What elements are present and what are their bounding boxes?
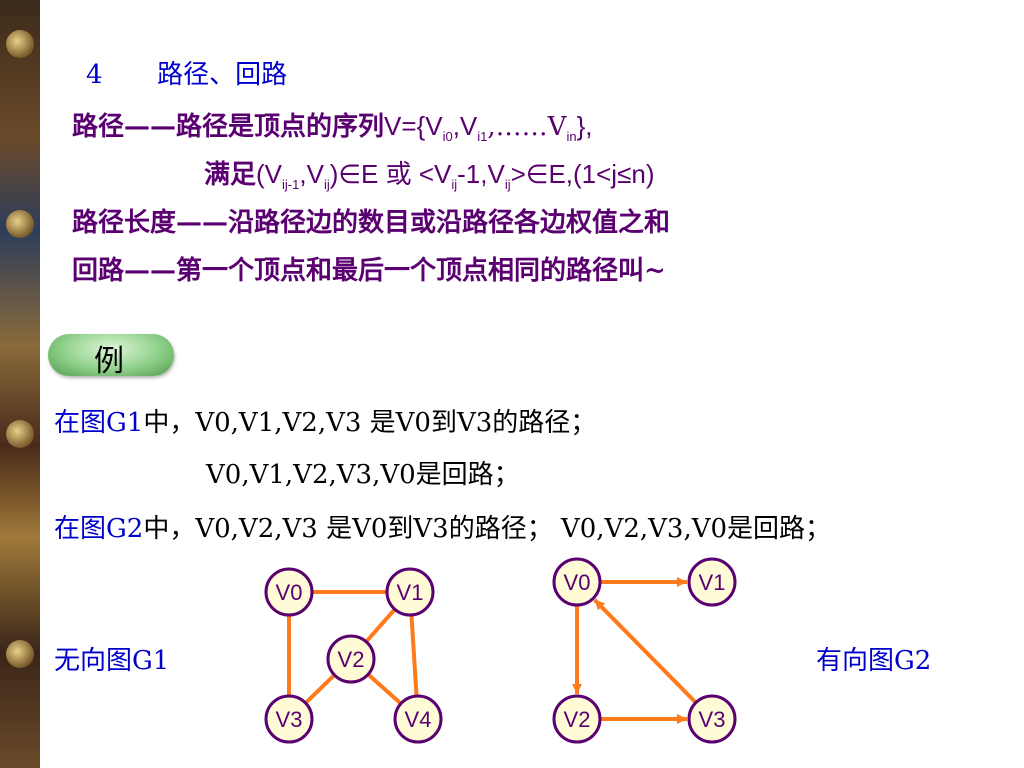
condition-formula: (Vij-1,Vij)∈E 或 <Vij-1,Vij>∈E,(1<j≤n) xyxy=(256,159,655,193)
ornament-icon xyxy=(6,420,34,448)
g2-node-label-v2: V2 xyxy=(564,707,591,732)
section-heading: 4 路径、回路 xyxy=(86,54,287,91)
g2-node-v3 xyxy=(687,694,737,744)
formula-part: }, xyxy=(576,111,593,141)
g1-edge-v1-v2 xyxy=(364,607,397,644)
g1-node-label-v4: V4 xyxy=(405,707,432,732)
formula-sub: ij xyxy=(504,177,511,193)
g1-node-v3 xyxy=(264,694,314,744)
condition-lead: 满足 xyxy=(204,160,257,190)
cycle-definition: 回路——第一个顶点和最后一个顶点相同的路径叫~ xyxy=(72,256,666,286)
path-condition: 满足(Vij-1,Vij)∈E 或 <Vij-1,Vij>∈E,(1<j≤n) xyxy=(204,154,654,192)
formula-part: (V xyxy=(256,159,283,189)
example-badge: 例 xyxy=(48,334,174,379)
formula-sub: i0 xyxy=(442,129,453,145)
formula-sub: ij xyxy=(451,177,458,193)
g1-caption: 无向图G1 xyxy=(54,646,170,676)
g1-node-label-v1: V1 xyxy=(397,580,424,605)
formula-sub: ij xyxy=(323,177,330,193)
g2-node-v0 xyxy=(552,557,602,607)
g1-node-v4 xyxy=(393,694,443,744)
formula-sub: in xyxy=(566,129,577,145)
g1-name: G1 xyxy=(106,408,144,438)
g1-node-v2 xyxy=(326,634,376,684)
g1-edge-v2-v3 xyxy=(304,673,336,705)
formula-part: )∈E xyxy=(329,159,386,189)
g2-example-line: 在图G2中，V0,V2,V3 是V0到V3的路径； V0,V2,V3,V0是回路… xyxy=(54,508,831,545)
g2-node-label-v1: V1 xyxy=(699,570,726,595)
g2-caption: 有向图G2 xyxy=(816,646,932,676)
section-number: 4 xyxy=(86,60,103,90)
g2-node-v2 xyxy=(552,694,602,744)
path-definition: 路径——路径是顶点的序列V={Vi0,Vi1,……Vin}, xyxy=(72,106,593,144)
formula-part: >∈E,(1<j≤n) xyxy=(510,159,655,189)
formula-part: -1,V xyxy=(457,159,505,189)
ornament-icon xyxy=(6,640,34,668)
formula-part: V={V xyxy=(384,111,443,141)
g2-node-label-v0: V0 xyxy=(564,570,591,595)
formula-part: <V xyxy=(411,159,452,189)
g1-example-line1: 在图G1中，V0,V1,V2,V3 是V0到V3的路径； xyxy=(54,402,596,439)
g2-node-v1 xyxy=(687,557,737,607)
path-length-definition: 路径长度——沿路径边的数目或沿路径各边权值之和 xyxy=(72,208,671,238)
g2-prefix: 在图 xyxy=(54,514,107,544)
g2-edge-v3-v0 xyxy=(593,598,698,705)
g2-node-label-v3: V3 xyxy=(699,707,726,732)
formula-part: ,……V xyxy=(487,112,567,142)
example-label: 例 xyxy=(94,344,124,379)
ornament-icon xyxy=(6,30,34,58)
g1-node-label-v0: V0 xyxy=(276,580,303,605)
g1-edge-v2-v4 xyxy=(366,672,403,706)
g1-node-v0 xyxy=(264,567,314,617)
formula-part: ,V xyxy=(299,159,324,189)
section-title: 路径、回路 xyxy=(157,60,288,90)
g2-name: G2 xyxy=(106,514,144,544)
g1-path-text: 中，V0,V1,V2,V3 是V0到V3的路径； xyxy=(143,408,597,438)
g1-node-v1 xyxy=(385,567,435,617)
g1-edge-v1-v4 xyxy=(409,614,419,697)
path-formula: V={Vi0,Vi1,……Vin}, xyxy=(384,111,593,145)
formula-or: 或 xyxy=(385,160,412,190)
decorative-sidebar xyxy=(0,0,40,768)
g1-node-label-v3: V3 xyxy=(276,707,303,732)
g1-example-line2: V0,V1,V2,V3,V0是回路； xyxy=(206,460,520,490)
formula-sub: i1 xyxy=(477,129,488,145)
formula-part: ,V xyxy=(452,111,478,141)
ornament-icon xyxy=(6,210,34,238)
path-def-label: 路径——路径是顶点的序列 xyxy=(72,112,385,142)
g2-path-text: 中，V0,V2,V3 是V0到V3的路径； V0,V2,V3,V0是回路； xyxy=(143,514,832,544)
g1-node-label-v2: V2 xyxy=(338,647,365,672)
formula-sub: ij-1 xyxy=(282,177,300,193)
g1-prefix: 在图 xyxy=(54,408,107,438)
